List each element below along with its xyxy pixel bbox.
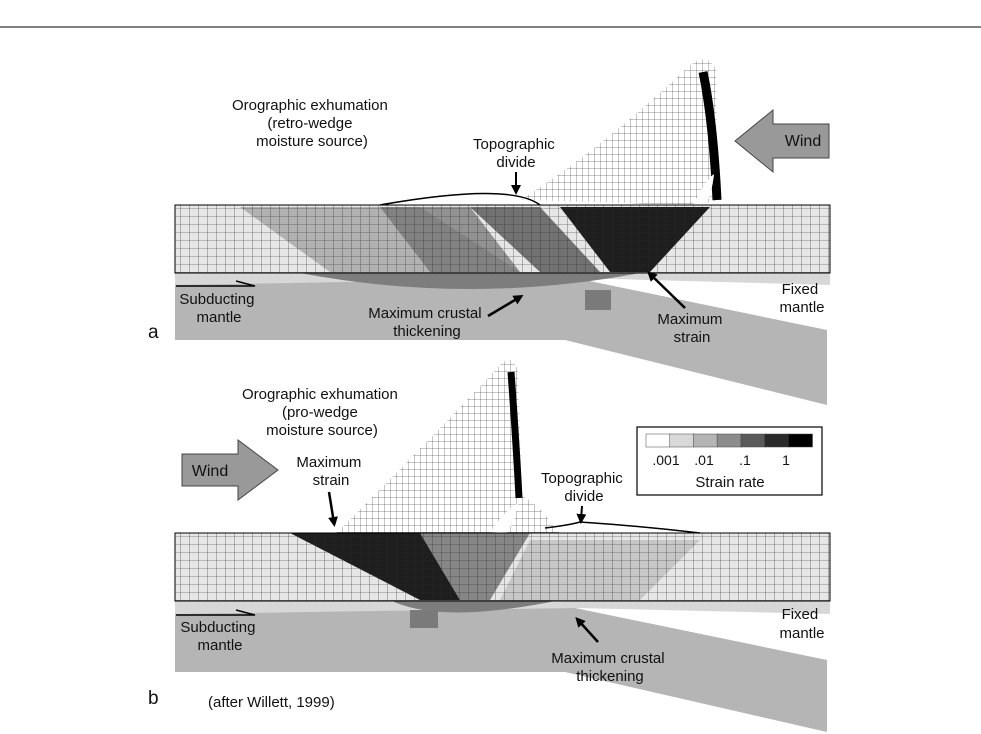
- thickening-line-a-2: thickening: [393, 323, 461, 340]
- subducting-line-a-1: Subducting: [179, 291, 254, 308]
- topographic-surface-a: [379, 192, 541, 206]
- subducting-mantle-label-b: Subducting mantle: [180, 619, 259, 654]
- thickening-line-a-1: Maximum crustal: [368, 305, 481, 322]
- subduction-direction-arrow-b: [176, 609, 256, 616]
- legend-tick-2: .01: [694, 452, 714, 468]
- orographic-line-a-3: moisture source): [256, 133, 368, 150]
- legend-tick-1: .001: [652, 452, 679, 468]
- panel-a: Orographic exhumation (retro-wedge moist…: [148, 59, 831, 405]
- divide-arrow-b: [576, 505, 587, 524]
- orographic-line-b-3: moisture source): [266, 422, 378, 439]
- subducting-mantle-slab-a: [175, 278, 827, 405]
- subducting-mantle-label-a: Subducting mantle: [179, 291, 258, 326]
- wind-arrow-icon-b: [181, 439, 279, 501]
- legend-tick-3: .1: [739, 452, 751, 468]
- citation: (after Willett, 1999): [208, 694, 335, 711]
- thickening-arrow-b: [575, 617, 599, 643]
- divide-line-a-2: divide: [496, 154, 535, 171]
- max-strain-arrow-a: [647, 271, 686, 309]
- topographic-divide-label-b: Topographic divide: [541, 470, 627, 505]
- orographic-line-b-1: Orographic exhumation: [242, 386, 398, 403]
- orographic-exhumation-label-b: Orographic exhumation (pro-wedge moistur…: [242, 386, 402, 439]
- legend-swatch-7: [788, 433, 813, 448]
- orographic-exhumation-label-a: Orographic exhumation (retro-wedge moist…: [232, 97, 392, 150]
- subduction-direction-arrow-a: [176, 280, 256, 287]
- max-strain-line-b-1: Maximum: [296, 454, 361, 471]
- crustal-root-a: [300, 273, 640, 289]
- crust-outline-b: [174, 532, 831, 602]
- max-strain-line-b-2: strain: [313, 472, 350, 489]
- crust-grid-b: [175, 533, 830, 601]
- fixed-mantle-label-a: Fixed mantle: [779, 281, 824, 316]
- panel-letter-a: a: [148, 322, 159, 343]
- thickening-line-b-1: Maximum crustal: [551, 650, 664, 667]
- orographic-line-a-1: Orographic exhumation: [232, 97, 388, 114]
- legend-swatch-4: [716, 433, 742, 448]
- max-strain-label-b: Maximum strain: [296, 454, 365, 489]
- wind-label-b: Wind: [192, 463, 228, 480]
- divide-line-b-1: Topographic: [541, 470, 623, 487]
- panel-letter-b: b: [148, 688, 159, 709]
- legend-swatches: [645, 433, 813, 448]
- orogen-wedge-grid-a: [520, 59, 718, 205]
- strain-rate-legend: .001 .01 .1 1 Strain rate: [636, 426, 823, 496]
- fixed-line-a-1: Fixed: [782, 281, 819, 298]
- thickening-arrow-a: [487, 294, 524, 318]
- subducting-line-b-2: mantle: [197, 637, 242, 654]
- legend-title: Strain rate: [695, 474, 764, 491]
- subducting-mantle-slab-b: [175, 608, 827, 732]
- wedge-cavity-a: [693, 174, 714, 206]
- panel-b: Orographic exhumation (pro-wedge moistur…: [148, 359, 831, 732]
- max-strain-label-a: Maximum strain: [657, 311, 726, 346]
- fixed-line-a-2: mantle: [779, 299, 824, 316]
- orographic-line-b-2: (pro-wedge: [282, 404, 358, 421]
- wind-arrow-icon-a: [734, 108, 830, 174]
- fixed-line-b-2: mantle: [779, 625, 824, 642]
- legend-swatch-6: [764, 433, 790, 448]
- divide-line-a-1: Topographic: [473, 136, 555, 153]
- subducting-line-a-2: mantle: [196, 309, 241, 326]
- fixed-mantle-label-b: Fixed mantle: [779, 606, 824, 642]
- crustal-root-b: [390, 600, 560, 613]
- subducting-line-b-1: Subducting: [180, 619, 255, 636]
- divide-line-b-2: divide: [564, 488, 603, 505]
- legend-swatch-5: [740, 433, 766, 448]
- topographic-divide-label-a: Topographic divide: [473, 136, 559, 171]
- mantle-marker-b: [410, 610, 438, 628]
- wind-label-a: Wind: [785, 133, 821, 150]
- fixed-line-b-1: Fixed: [782, 606, 819, 623]
- mantle-marker-a: [585, 290, 611, 310]
- max-crustal-thickening-label-a: Maximum crustal thickening: [368, 305, 486, 340]
- thickening-line-b-2: thickening: [576, 668, 644, 685]
- legend-swatch-2: [669, 433, 695, 448]
- wedge-front-b: [507, 371, 523, 499]
- crust-outline-a: [174, 204, 831, 274]
- legend-swatch-1: [645, 433, 671, 448]
- wedge-front-a: [698, 71, 722, 201]
- wedge-cavity-b: [490, 503, 518, 533]
- max-strain-line-a-1: Maximum: [657, 311, 722, 328]
- max-strain-arrow-b: [327, 491, 338, 527]
- topographic-surface-b: [544, 521, 701, 534]
- legend-tick-4: 1: [782, 452, 790, 468]
- orogen-wedge-grid-b: [336, 359, 560, 533]
- orographic-line-a-2: (retro-wedge: [267, 115, 352, 132]
- crust-grid-a: [175, 205, 830, 273]
- max-strain-line-a-2: strain: [674, 329, 711, 346]
- legend-swatch-3: [693, 433, 718, 448]
- max-crustal-thickening-label-b: Maximum crustal thickening: [551, 650, 669, 685]
